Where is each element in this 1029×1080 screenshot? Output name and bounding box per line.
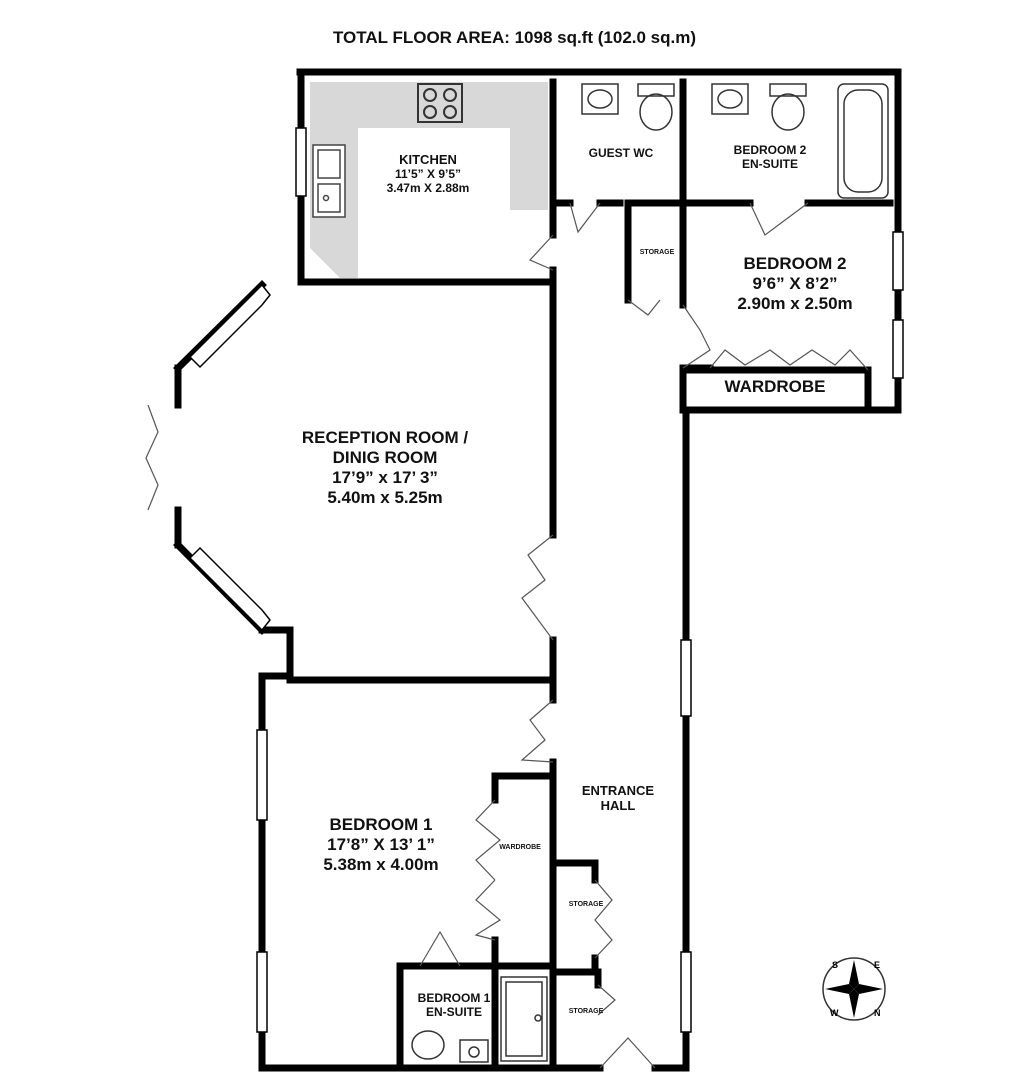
bedroom1-metric: 5.38m x 4.00m	[323, 855, 439, 875]
reception-line1: RECEPTION ROOM /	[301, 428, 469, 447]
bed1-ensuite-line1: BEDROOM 1	[417, 991, 491, 1005]
guest-wc-toilet-icon	[637, 83, 675, 131]
kitchen-imperial: 11’5” X 9’5”	[394, 167, 462, 182]
storage-low-name: STORAGE	[568, 1008, 604, 1015]
bedroom2-name: BEDROOM 2	[743, 254, 847, 273]
compass-w: W	[830, 1008, 839, 1018]
entrance-line2: HALL	[600, 798, 636, 814]
compass-rose-icon: S E W N	[822, 957, 886, 1021]
doors	[145, 202, 869, 1069]
guest-wc-label: GUEST WC	[566, 146, 676, 160]
windows	[188, 127, 904, 1033]
total-floor-area: TOTAL FLOOR AREA: 1098 sq.ft (102.0 sq.m…	[332, 28, 697, 47]
bedroom1-label: BEDROOM 1 17’8” X 13’ 1” 5.38m x 4.00m	[296, 815, 466, 875]
compass-n: N	[874, 1008, 881, 1018]
kitchen-name: KITCHEN	[399, 152, 457, 167]
bathtub-icon	[837, 83, 889, 199]
storage-low-label: STORAGE	[560, 1008, 612, 1016]
wardrobe2-name: WARDROBE	[724, 377, 826, 396]
entrance-line1: ENTRANCE	[581, 783, 655, 798]
guest-wc-basin-icon	[581, 83, 619, 115]
bedroom2-label: BEDROOM 2 9’6” X 8’2” 2.90m x 2.50m	[710, 254, 880, 314]
reception-imperial: 17’9” x 17’ 3”	[332, 468, 438, 488]
bed2-ensuite-label: BEDROOM 2 EN-SUITE	[700, 143, 840, 171]
hob-icon	[417, 83, 463, 123]
bedroom1-imperial: 17’8” X 13’ 1”	[327, 835, 435, 855]
storage-mid-label: STORAGE	[560, 901, 612, 909]
bedroom1-name: BEDROOM 1	[329, 815, 433, 834]
bed1-ensuite-line2: EN-SUITE	[425, 1005, 482, 1020]
bed2-ensuite-line1: BEDROOM 2	[733, 143, 807, 157]
ensuite2-basin-icon	[711, 83, 749, 115]
bedroom2-imperial: 9’6” X 8’2”	[752, 274, 838, 294]
kitchen-label: KITCHEN 11’5” X 9’5” 3.47m X 2.88m	[358, 152, 498, 196]
shower-icon	[500, 976, 548, 1062]
storage-top-label: STORAGE	[632, 249, 682, 257]
reception-label: RECEPTION ROOM / DINIG ROOM 17’9” x 17’ …	[260, 428, 510, 508]
wardrobe2-label: WARDROBE	[700, 377, 850, 397]
compass-e: E	[874, 960, 880, 970]
wardrobe1-label: WARDROBE	[492, 844, 548, 852]
wardrobe1-name: WARDROBE	[499, 844, 541, 851]
ensuite1-basin-icon	[459, 1039, 489, 1063]
ensuite2-toilet-icon	[769, 83, 807, 131]
ensuite1-toilet-icon	[411, 1030, 445, 1060]
reception-line2: DINIG ROOM	[332, 448, 438, 468]
kitchen-sink-icon	[312, 144, 346, 218]
kitchen-metric: 3.47m X 2.88m	[386, 181, 470, 196]
guest-wc-name: GUEST WC	[588, 146, 654, 160]
bedroom2-metric: 2.90m x 2.50m	[737, 294, 853, 314]
bed1-ensuite-label: BEDROOM 1 EN-SUITE	[408, 991, 500, 1019]
compass-s: S	[832, 960, 838, 970]
reception-metric: 5.40m x 5.25m	[327, 488, 443, 508]
bed2-ensuite-line2: EN-SUITE	[741, 157, 798, 172]
entrance-hall-label: ENTRANCE HALL	[563, 783, 673, 814]
storage-top-name: STORAGE	[639, 249, 675, 256]
storage-mid-name: STORAGE	[568, 901, 604, 908]
